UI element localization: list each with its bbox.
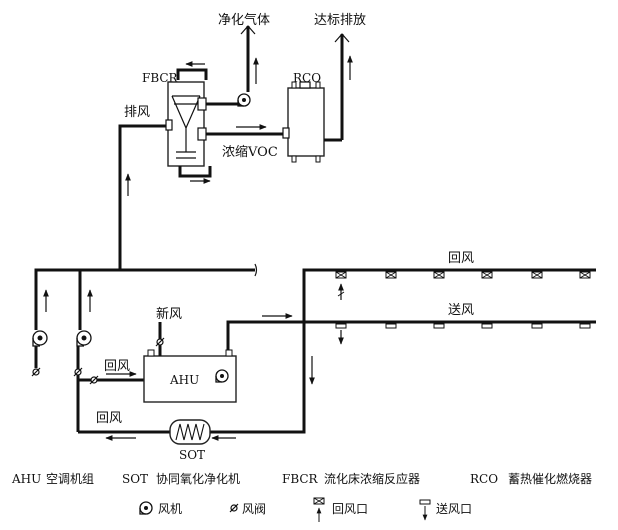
legend-sot-desc: 协同氧化净化机 (156, 471, 240, 486)
rco-cap (315, 81, 321, 89)
supply-vent-icon (385, 323, 397, 329)
sot-label: SOT (179, 448, 205, 462)
fan-icon (76, 330, 92, 347)
exhaust-header (34, 268, 255, 330)
fbcr-bottom-loop (178, 166, 212, 178)
legend-supply-vent-label: 送风口 (436, 501, 472, 516)
ahu-cap (147, 349, 155, 357)
clean-gas-label: 净化气体 (218, 12, 270, 28)
exhaust-label: 排风 (124, 105, 150, 120)
legend-ahu-abbr: AHU (11, 472, 41, 486)
return-vent-icon (579, 271, 591, 279)
sot-coil (175, 423, 205, 441)
rco-inlet (282, 127, 290, 139)
legend-return-vent-label: 回风口 (332, 502, 368, 516)
supply-vent-icon (481, 323, 493, 329)
return-air-bottom-label: 回风 (96, 411, 122, 426)
damper-icon (31, 367, 41, 377)
return-vent-icon (531, 271, 543, 279)
return-vent-icon (385, 271, 397, 279)
fan-icon (32, 330, 48, 347)
supply-vent-group (335, 323, 591, 345)
fan-icon (237, 93, 251, 107)
ahu-label: AHU (169, 373, 199, 387)
fbcr-port (197, 127, 207, 141)
sot-unit: SOT (169, 419, 211, 462)
fan-icon (139, 501, 153, 515)
concentrated-voc-label: 浓缩VOC (222, 144, 278, 160)
supply-vent-icon (433, 323, 445, 329)
legend-sot-abbr: SOT (122, 472, 148, 486)
legend-fbcr-abbr: FBCR (282, 472, 319, 486)
pipe-break (254, 263, 258, 277)
legend-ahu-desc: 空调机组 (46, 472, 94, 486)
rco-unit: RCO (282, 71, 325, 163)
return-vent-icon (313, 497, 325, 522)
vent-flow-tick (337, 291, 345, 297)
damper-icon (89, 375, 99, 385)
supply-vent-icon (335, 323, 347, 329)
return-air-mid-label: 回风 (104, 359, 130, 374)
compliant-discharge-outlet: 达标排放 (314, 13, 366, 140)
legend-fan-label: 风机 (158, 502, 182, 516)
rco-foot (315, 155, 321, 163)
fbcr-body (167, 81, 205, 167)
legend-fbcr-desc: 流化床浓缩反应器 (324, 471, 420, 486)
return-air-top-label: 回风 (448, 251, 474, 266)
rco-foot (291, 155, 297, 163)
legend-rco-abbr: RCO (470, 472, 498, 486)
fresh-air-label: 新风 (156, 306, 182, 322)
compliant-discharge-label: 达标排放 (314, 13, 366, 28)
legend-damper-label: 风阀 (242, 502, 266, 516)
return-vent-icon (481, 271, 493, 279)
fbcr-unit: FBCR (142, 61, 212, 184)
fbcr-internals (171, 95, 201, 159)
clean-gas-outlet: 净化气体 (218, 12, 270, 92)
damper-icon (229, 503, 239, 513)
fan-icon (215, 369, 229, 383)
ahu-cap (225, 349, 233, 357)
fbcr-port (197, 97, 207, 111)
supply-vent-icon (419, 499, 431, 521)
supply-vent-icon (579, 323, 591, 329)
supply-vent-icon (531, 323, 543, 329)
damper-icon (155, 337, 165, 347)
supply-header (226, 320, 596, 350)
ahu-unit: AHU (143, 349, 237, 403)
rco-body (287, 87, 325, 157)
legend-rco-desc: 蓄热催化燃烧器 (508, 471, 592, 486)
supply-air-top-label: 送风 (448, 303, 474, 318)
damper-icon (73, 367, 83, 377)
rco-top-port (299, 81, 311, 89)
fbcr-port (165, 119, 173, 131)
return-vent-group (335, 271, 591, 300)
return-header (210, 268, 596, 434)
rco-cap (291, 81, 297, 89)
legend: AHU 空调机组 SOT 协同氧化净化机 FBCR 流化床浓缩反应器 RCO 蓄… (11, 471, 592, 522)
return-vent-icon (433, 271, 445, 279)
exhaust-riser (118, 124, 166, 270)
return-vent-icon (335, 271, 347, 279)
fbcr-top-loop (176, 68, 208, 80)
